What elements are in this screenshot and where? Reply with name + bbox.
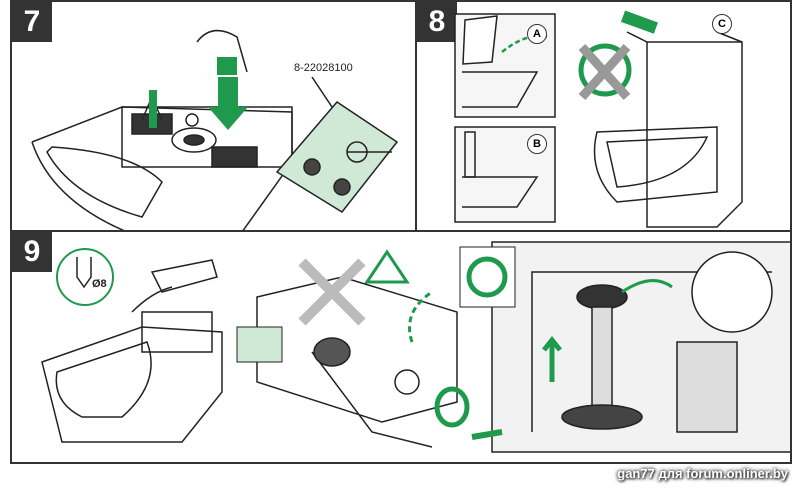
inlet-valve-installation-illustration (41, 241, 790, 453)
step-number: 7 (12, 2, 52, 42)
toilet-cistern-mount-illustration (31, 29, 399, 230)
step-8-panel: 8 A B C (415, 0, 792, 232)
step-number: 9 (12, 232, 52, 272)
watermark: gan77 для forum.onliner.by (617, 466, 788, 481)
step-9-panel: 9 Ø8 (10, 230, 792, 464)
cistern-lid-illustration (454, 10, 743, 228)
variant-c-badge: C (712, 14, 732, 34)
variant-a-badge: A (527, 24, 547, 44)
part-number-label: 8-22028100 (294, 62, 353, 74)
step-number: 8 (417, 2, 457, 42)
drill-bit-detail-icon (56, 248, 114, 306)
variant-b-badge: B (527, 134, 547, 154)
drill-size-label: Ø8 (92, 278, 107, 290)
step-7-panel: 7 8-22028100 (10, 0, 417, 232)
